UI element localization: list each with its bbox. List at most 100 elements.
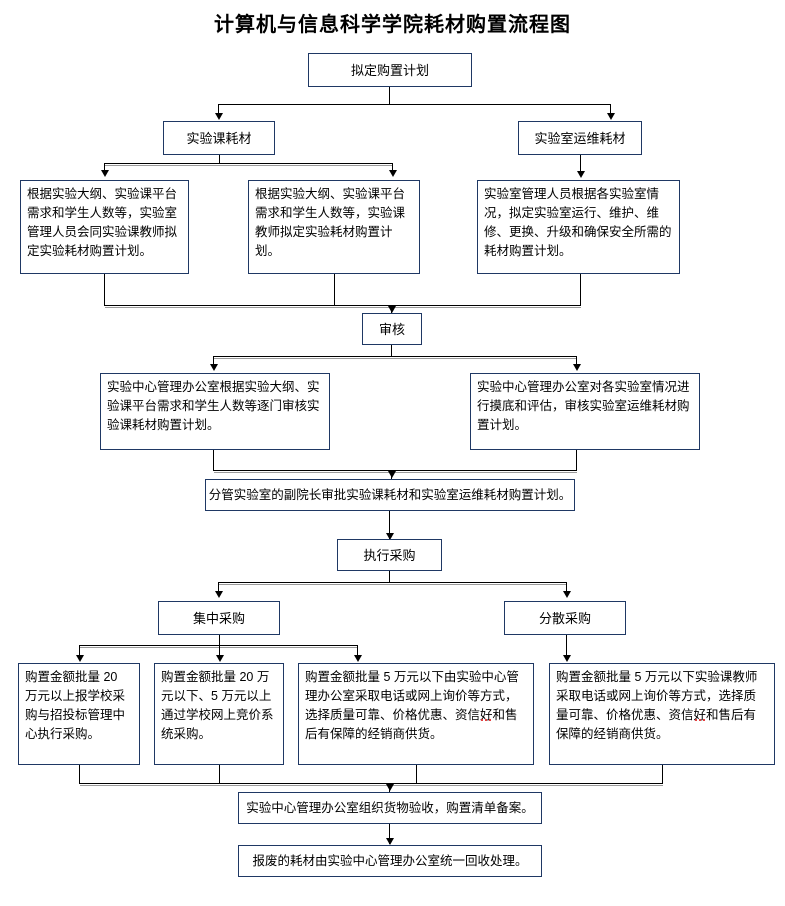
node-buy-2-text: 购置金额批量 20 万元以下、5 万元以上通过学校网上竞价系统采购。 <box>161 670 274 741</box>
connector-to-detail2 <box>392 163 393 174</box>
arrow-to-ops <box>607 113 615 120</box>
connector-to-buy1 <box>79 645 80 659</box>
connector-split-centralized <box>79 645 357 646</box>
connector-review-down <box>391 345 392 356</box>
arrow-to-detail1 <box>101 170 109 177</box>
node-buy-4[interactable]: 购置金额批量 5 万元以下实验课教师采取电话或网上询价等方式，选择质量可靠、价格… <box>549 663 775 765</box>
node-plan-label: 拟定购置计划 <box>350 62 429 78</box>
connector-split-course <box>104 163 392 164</box>
arrow-to-review-left <box>210 364 218 371</box>
connector-buy2-down <box>219 765 220 783</box>
arrow-to-review <box>388 306 396 313</box>
connector-split-review-shadow <box>214 358 576 359</box>
connector-to-buy3 <box>357 645 358 659</box>
node-buy-3-text-b: 和售后有保障的经销商供货。 <box>305 708 518 741</box>
node-detail-3-text: 实验室管理人员根据各实验室情况，拟定实验室运行、维护、维修、更换、升级和确保安全… <box>484 187 672 258</box>
node-acceptance-text: 实验中心管理办公室组织货物验收，购置清单备案。 <box>246 800 534 815</box>
node-disposal-text: 报废的耗材由实验中心管理办公室统一回收处理。 <box>252 853 528 868</box>
connector-approval-down <box>389 511 390 539</box>
connector-to-course <box>218 104 219 116</box>
node-buy-2[interactable]: 购置金额批量 20 万元以下、5 万元以上通过学校网上竞价系统采购。 <box>154 663 284 765</box>
arrow-to-buy1 <box>76 655 84 662</box>
node-branch-ops-label: 实验室运维耗材 <box>534 130 626 146</box>
connector-review-right-down <box>576 450 577 470</box>
connector-detail3-down <box>580 274 581 305</box>
node-review-right[interactable]: 实验中心管理办公室对各实验室情况进行摸底和评估，审核实验室运维耗材购置计划。 <box>470 373 700 450</box>
node-detail-3[interactable]: 实验室管理人员根据各实验室情况，拟定实验室运行、维护、维修、更换、升级和确保安全… <box>477 180 680 274</box>
arrow-to-approval <box>388 471 396 478</box>
connector-centralized-down <box>219 635 220 645</box>
arrow-to-review-right <box>573 364 581 371</box>
node-approval-text: 分管实验室的副院长审批实验课耗材和实验室运维耗材购置计划。 <box>208 487 572 502</box>
node-detail-2[interactable]: 根据实验大纲、实验课平台需求和学生人数等，实验课教师拟定实验耗材购置计划。 <box>248 180 420 274</box>
arrow-to-buy4 <box>563 655 571 662</box>
node-branch-course[interactable]: 实验课耗材 <box>163 121 275 155</box>
node-centralized[interactable]: 集中采购 <box>158 601 280 635</box>
connector-split-execute <box>218 582 566 583</box>
node-review-left[interactable]: 实验中心管理办公室根据实验大纲、实验课平台需求和学生人数等逐门审核实验课耗材购置… <box>100 373 330 450</box>
node-review-left-text: 实验中心管理办公室根据实验大纲、实验课平台需求和学生人数等逐门审核实验课耗材购置… <box>107 380 320 432</box>
node-buy-4-text-b: 和售后有保障的经销商供货。 <box>556 708 757 741</box>
node-detail-1-text: 根据实验大纲、实验课平台需求和学生人数等，实验室管理人员会同实验课教师拟定实验耗… <box>27 187 178 258</box>
connector-split-execute-shadow <box>219 584 566 585</box>
node-review-label: 审核 <box>378 321 405 337</box>
node-plan[interactable]: 拟定购置计划 <box>308 53 472 87</box>
connector-ops-down <box>580 155 581 175</box>
connector-buy3-down <box>416 765 417 783</box>
arrow-to-centralized <box>215 591 223 598</box>
node-detail-1[interactable]: 根据实验大纲、实验课平台需求和学生人数等，实验室管理人员会同实验课教师拟定实验耗… <box>20 180 189 274</box>
connector-merge-acceptance <box>79 783 663 784</box>
connector-acceptance-down <box>389 824 390 844</box>
connector-merge-acceptance-shadow <box>80 785 663 786</box>
node-centralized-label: 集中采购 <box>192 610 245 626</box>
connector-to-review-left <box>213 356 214 367</box>
page-title: 计算机与信息科学学院耗材购置流程图 <box>214 14 571 36</box>
connector-to-buy2 <box>219 645 220 659</box>
node-buy-4-text-a: 购置金额批量 5 万元以下实验课教师采取电话或网上询价等方式，选择质量可靠、价格… <box>556 670 758 722</box>
node-buy-3-spellcheck: 好 <box>480 708 493 722</box>
node-decentralized-label: 分散采购 <box>538 610 591 626</box>
connector-to-decentralized <box>566 582 567 594</box>
connector-split-course-shadow <box>105 165 393 166</box>
node-execute[interactable]: 执行采购 <box>337 539 442 571</box>
connector-split-level1 <box>218 104 610 105</box>
connector-split-review <box>213 356 576 357</box>
node-buy-4-spellcheck: 好 <box>693 708 707 722</box>
node-approval[interactable]: 分管实验室的副院长审批实验课耗材和实验室运维耗材购置计划。 <box>205 479 575 511</box>
connector-plan-down <box>389 87 390 104</box>
connector-merge-review-shadow <box>105 307 581 308</box>
connector-decentralized-down <box>566 635 567 659</box>
connector-to-detail1 <box>104 163 105 174</box>
node-detail-2-text: 根据实验大纲、实验课平台需求和学生人数等，实验课教师拟定实验耗材购置计划。 <box>255 187 406 258</box>
connector-to-review-right <box>576 356 577 367</box>
connector-review-left-down <box>213 450 214 470</box>
node-execute-label: 执行采购 <box>363 547 416 563</box>
connector-execute-down <box>389 571 390 582</box>
node-buy-3[interactable]: 购置金额批量 5 万元以下由实验中心管理办公室采取电话或网上询价等方式，选择质量… <box>298 663 534 765</box>
connector-split-centralized-shadow <box>80 647 357 648</box>
connector-detail1-down <box>104 274 105 305</box>
connector-to-centralized <box>218 582 219 594</box>
connector-course-down <box>219 155 220 163</box>
arrow-to-detail2 <box>389 170 397 177</box>
connector-buy4-down <box>662 765 663 783</box>
node-review[interactable]: 审核 <box>362 313 422 345</box>
node-disposal[interactable]: 报废的耗材由实验中心管理办公室统一回收处理。 <box>238 845 542 877</box>
arrow-to-execute <box>386 533 394 540</box>
connector-merge-review <box>104 305 581 306</box>
arrow-to-detail3 <box>577 171 585 178</box>
node-acceptance[interactable]: 实验中心管理办公室组织货物验收，购置清单备案。 <box>238 792 542 824</box>
connector-merge-approval <box>213 470 577 471</box>
arrow-to-course <box>215 113 223 120</box>
node-review-right-text: 实验中心管理办公室对各实验室情况进行摸底和评估，审核实验室运维耗材购置计划。 <box>477 380 690 432</box>
node-buy-1-text: 购置金额批量 20 万元以上报学校采购与招投标管理中心执行采购。 <box>25 670 126 741</box>
arrow-to-disposal <box>386 838 394 845</box>
node-decentralized[interactable]: 分散采购 <box>504 601 626 635</box>
connector-detail2-down <box>334 274 335 305</box>
node-branch-ops[interactable]: 实验室运维耗材 <box>518 121 642 155</box>
arrow-to-acceptance <box>386 784 394 791</box>
arrow-to-decentralized <box>563 591 571 598</box>
arrow-to-buy3 <box>354 655 362 662</box>
node-buy-1[interactable]: 购置金额批量 20 万元以上报学校采购与招投标管理中心执行采购。 <box>18 663 140 765</box>
